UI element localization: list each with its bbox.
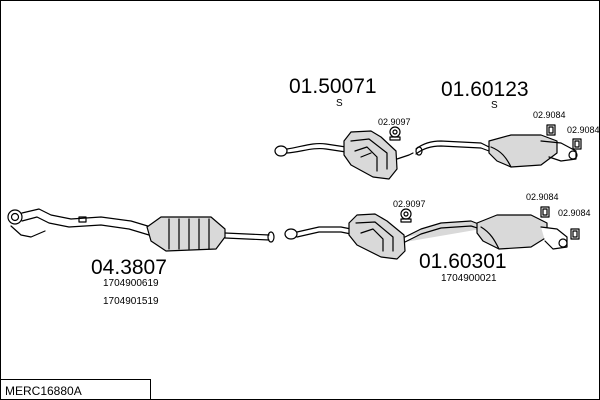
bottom-clamp-part <box>400 208 412 223</box>
top-rear-silencer <box>415 134 578 168</box>
part-number-label: 01.60123 <box>441 78 529 101</box>
part-number-label: 01.60301 <box>419 250 507 273</box>
part-reference: 1704900021 <box>441 273 497 284</box>
accessory-label: 02.9097 <box>378 117 411 127</box>
bottom-front-pipe <box>7 208 152 238</box>
accessory-label: 02.9084 <box>567 125 600 135</box>
bottom-middle-silencer <box>348 213 482 260</box>
part-reference: 1704900619 <box>103 278 159 289</box>
accessory-label: 02.9097 <box>393 199 426 209</box>
accessory-label: 02.9084 <box>533 110 566 120</box>
top-mount-parts <box>546 124 582 150</box>
part-reference: 1704901519 <box>103 296 159 307</box>
part-note-label: S <box>491 100 498 111</box>
top-clamp-part <box>389 126 401 141</box>
top-middle-silencer <box>343 130 414 180</box>
top-front-pipe <box>274 142 347 157</box>
part-number-label: 04.3807 <box>91 256 167 279</box>
catalyst-converter <box>146 216 226 252</box>
part-number-label: 01.50071 <box>289 75 377 98</box>
diagram-code-box: MERC16880A <box>1 379 151 399</box>
accessory-label: 02.9084 <box>526 192 559 202</box>
bottom-connecting-pipe <box>224 226 352 243</box>
accessory-label: 02.9084 <box>558 208 591 218</box>
diagram-code: MERC16880A <box>5 384 82 398</box>
bottom-rear-silencer <box>476 214 568 250</box>
bottom-mount-parts <box>540 206 580 240</box>
part-note-label: S <box>336 98 343 109</box>
